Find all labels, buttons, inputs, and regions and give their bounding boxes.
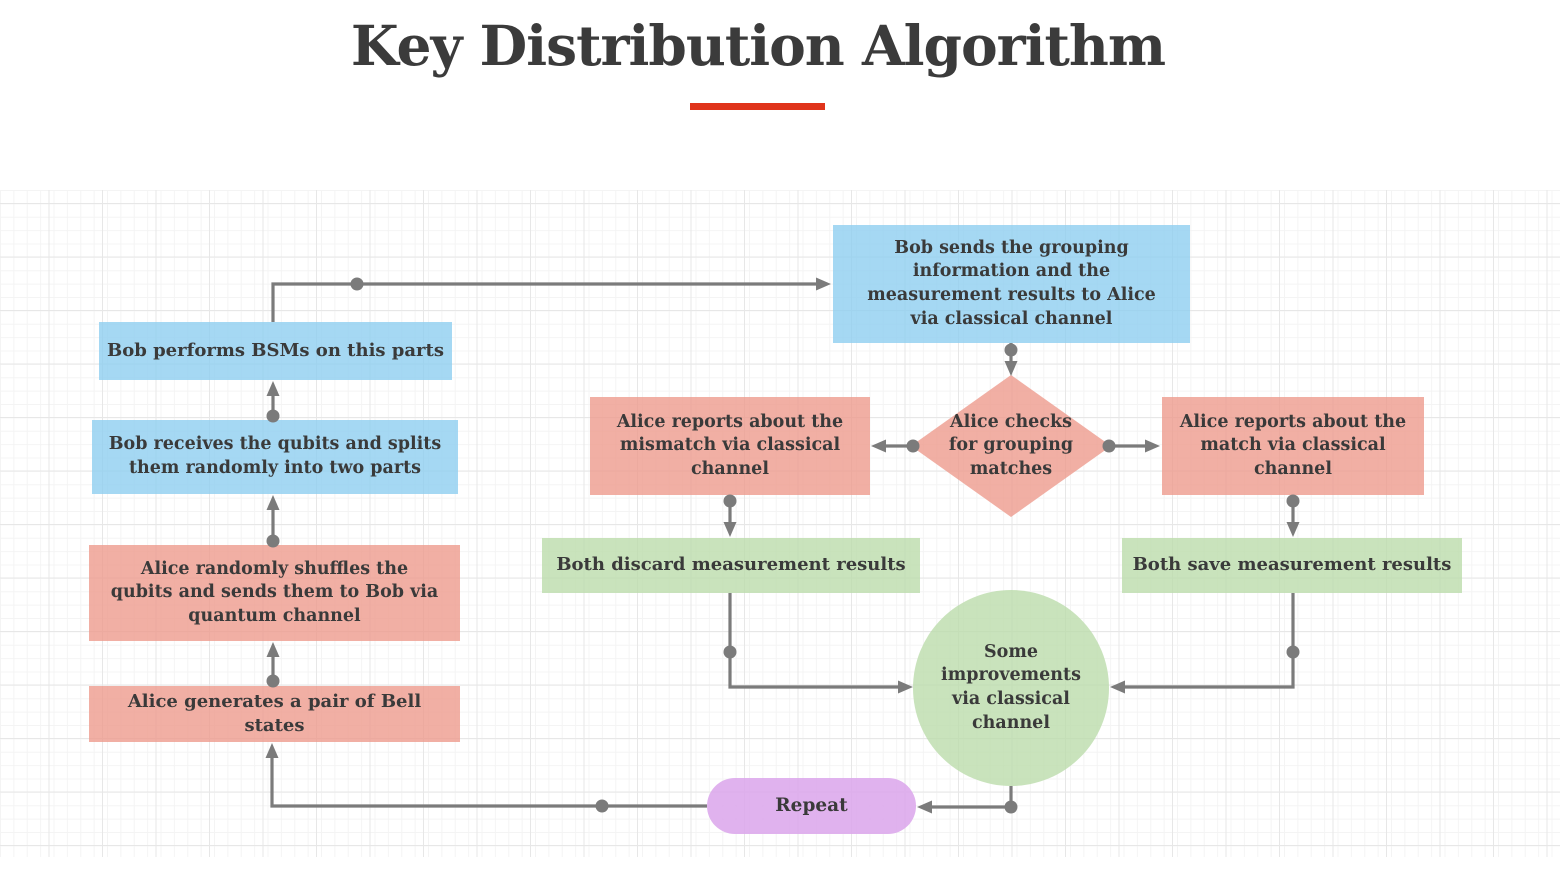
node-alice-shuffles: Alice randomly shuffles the qubits and s… — [89, 545, 460, 641]
node-label: Both discard measurement results — [556, 554, 906, 576]
node-save-results: Both save measurement results — [1122, 538, 1462, 593]
node-bob-bsm: Bob performs BSMs on this parts — [99, 322, 452, 380]
node-label: Bob performs BSMs on this parts — [107, 339, 444, 361]
node-bob-sends: Bob sends the grouping information and t… — [833, 225, 1190, 343]
node-label: Bob sends the grouping information and t… — [867, 237, 1156, 329]
grid-canvas — [0, 190, 1560, 857]
node-label: Repeat — [775, 794, 848, 816]
node-label: Alice reports about the mismatch via cla… — [616, 411, 844, 479]
node-label: Alice generates a pair of Bell states — [127, 690, 422, 736]
node-report-mismatch: Alice reports about the mismatch via cla… — [590, 397, 870, 495]
node-label: Alice checks for grouping matches — [948, 411, 1074, 479]
page-title: Key Distribution Algorithm — [350, 13, 1166, 78]
node-improvements: Some improvements via classical channel — [913, 590, 1109, 786]
node-label: Bob receives the qubits and splits them … — [108, 434, 442, 478]
node-label: Alice reports about the match via classi… — [1179, 411, 1407, 479]
node-label: Both save measurement results — [1132, 554, 1452, 576]
node-repeat: Repeat — [707, 778, 916, 834]
header: Key Distribution Algorithm — [0, 0, 1560, 190]
node-report-match: Alice reports about the match via classi… — [1162, 397, 1424, 495]
node-discard-results: Both discard measurement results — [542, 538, 920, 593]
title-accent-bar — [690, 102, 826, 110]
node-alice-generates: Alice generates a pair of Bell states — [89, 686, 460, 742]
node-bob-receives: Bob receives the qubits and splits them … — [92, 420, 458, 494]
node-label: Some improvements via classical channel — [941, 641, 1081, 733]
node-label: Alice randomly shuffles the qubits and s… — [110, 558, 439, 626]
